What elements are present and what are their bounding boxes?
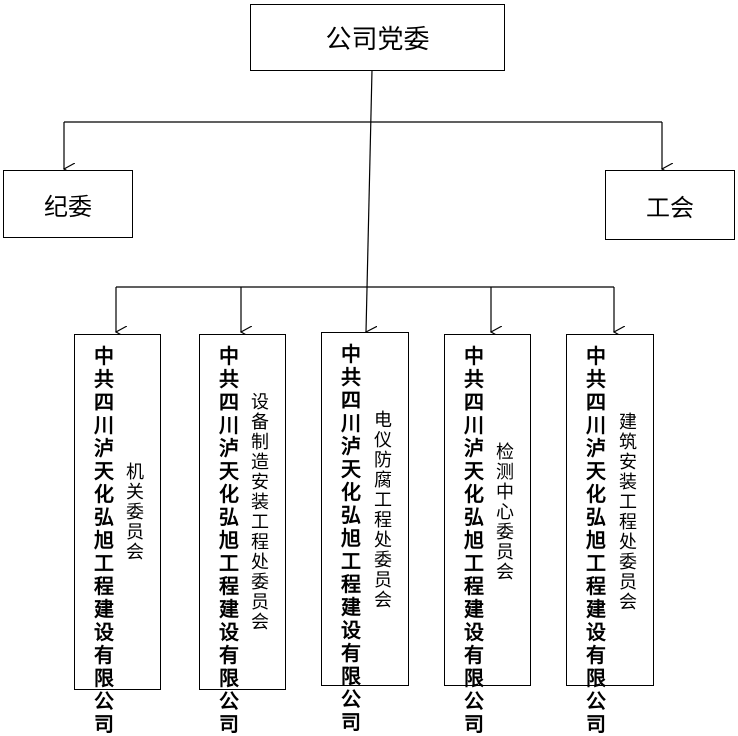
- party-committee-label: 公司党委: [325, 25, 430, 55]
- main-vertical-line: [366, 69, 372, 332]
- branch-box-5: 中共四川泸天化弘旭工程建设有限公司 建筑安装工程处委员会: [566, 334, 654, 736]
- branch-company-4: 中共四川泸天化弘旭工程建设有限公司: [464, 344, 484, 736]
- branch-unit-3: 电仪防腐工程处委员会: [374, 410, 392, 611]
- branch-unit-1: 机关委员会: [126, 462, 144, 563]
- discipline-committee-box: 纪委: [3, 170, 133, 238]
- branch-company-1: 中共四川泸天化弘旭工程建设有限公司: [94, 344, 114, 736]
- branch-unit-4: 检测中心委员会: [496, 442, 514, 583]
- branch-company-2: 中共四川泸天化弘旭工程建设有限公司: [219, 344, 239, 736]
- branch-company-3: 中共四川泸天化弘旭工程建设有限公司: [341, 342, 361, 734]
- branch-company-5: 中共四川泸天化弘旭工程建设有限公司: [586, 344, 606, 736]
- branch-box-2: 中共四川泸天化弘旭工程建设有限公司 设备制造安装工程处委员会: [199, 334, 286, 736]
- branch-unit-2: 设备制造安装工程处委员会: [251, 392, 269, 633]
- branch-box-3: 中共四川泸天化弘旭工程建设有限公司 电仪防腐工程处委员会: [321, 332, 409, 734]
- branch-unit-5: 建筑安装工程处委员会: [619, 412, 637, 613]
- branch-box-1: 中共四川泸天化弘旭工程建设有限公司 机关委员会: [74, 334, 161, 736]
- labor-union-box: 工会: [605, 170, 735, 240]
- connector-lines: [0, 69, 738, 696]
- discipline-committee-label: 纪委: [44, 192, 92, 221]
- party-committee-box: 公司党委: [250, 4, 505, 71]
- labor-union-label: 工会: [646, 193, 694, 222]
- branch-box-4: 中共四川泸天化弘旭工程建设有限公司 检测中心委员会: [444, 334, 531, 736]
